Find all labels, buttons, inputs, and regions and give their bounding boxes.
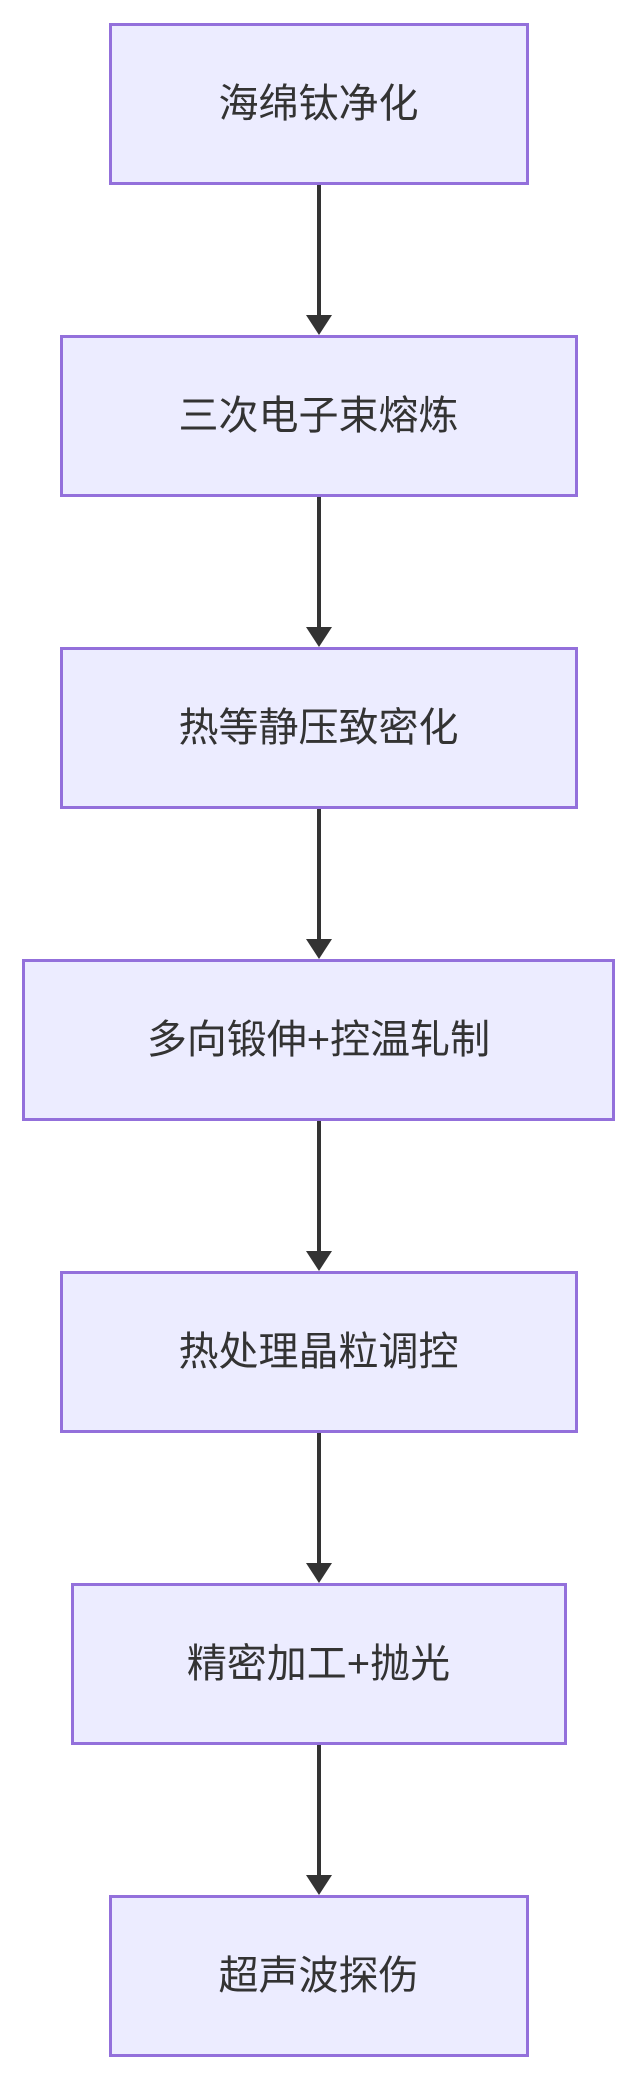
arrow-head-down-icon: [305, 315, 332, 335]
flow-arrow: [305, 1745, 332, 1895]
arrow-head-down-icon: [305, 1563, 332, 1583]
flow-arrow: [305, 185, 332, 335]
flow-arrow: [305, 1121, 332, 1271]
flow-arrow: [305, 497, 332, 647]
arrow-head-down-icon: [305, 1251, 332, 1271]
node-ultrasonic-flaw-detection: 超声波探伤: [108, 1895, 529, 2057]
node-label: 热等静压致密化: [178, 706, 459, 750]
arrow-head-down-icon: [305, 627, 332, 647]
arrow-shaft: [316, 1121, 321, 1252]
arrow-shaft: [316, 809, 321, 940]
node-label: 三次电子束熔炼: [178, 394, 459, 438]
node-heat-treatment-grain-control: 热处理晶粒调控: [59, 1271, 578, 1433]
arrow-head-down-icon: [305, 1875, 332, 1895]
arrow-shaft: [316, 1433, 321, 1564]
node-sponge-titanium-purification: 海绵钛净化: [108, 23, 529, 185]
arrow-head-down-icon: [305, 939, 332, 959]
node-label: 多向锻伸+控温轧制: [146, 1018, 491, 1062]
arrow-shaft: [316, 185, 321, 316]
node-triple-electron-beam-melting: 三次电子束熔炼: [59, 335, 578, 497]
flow-arrow: [305, 1433, 332, 1583]
node-label: 超声波探伤: [218, 1954, 419, 1998]
arrow-shaft: [316, 497, 321, 628]
node-label: 精密加工+抛光: [186, 1642, 451, 1686]
node-hot-isostatic-pressing-densification: 热等静压致密化: [59, 647, 578, 809]
node-label: 热处理晶粒调控: [178, 1330, 459, 1374]
node-precision-machining-polishing: 精密加工+抛光: [70, 1583, 567, 1745]
node-multidirectional-forging-controlled-rolling: 多向锻伸+控温轧制: [22, 959, 615, 1121]
flow-arrow: [305, 809, 332, 959]
arrow-shaft: [316, 1745, 321, 1876]
node-label: 海绵钛净化: [218, 82, 419, 126]
